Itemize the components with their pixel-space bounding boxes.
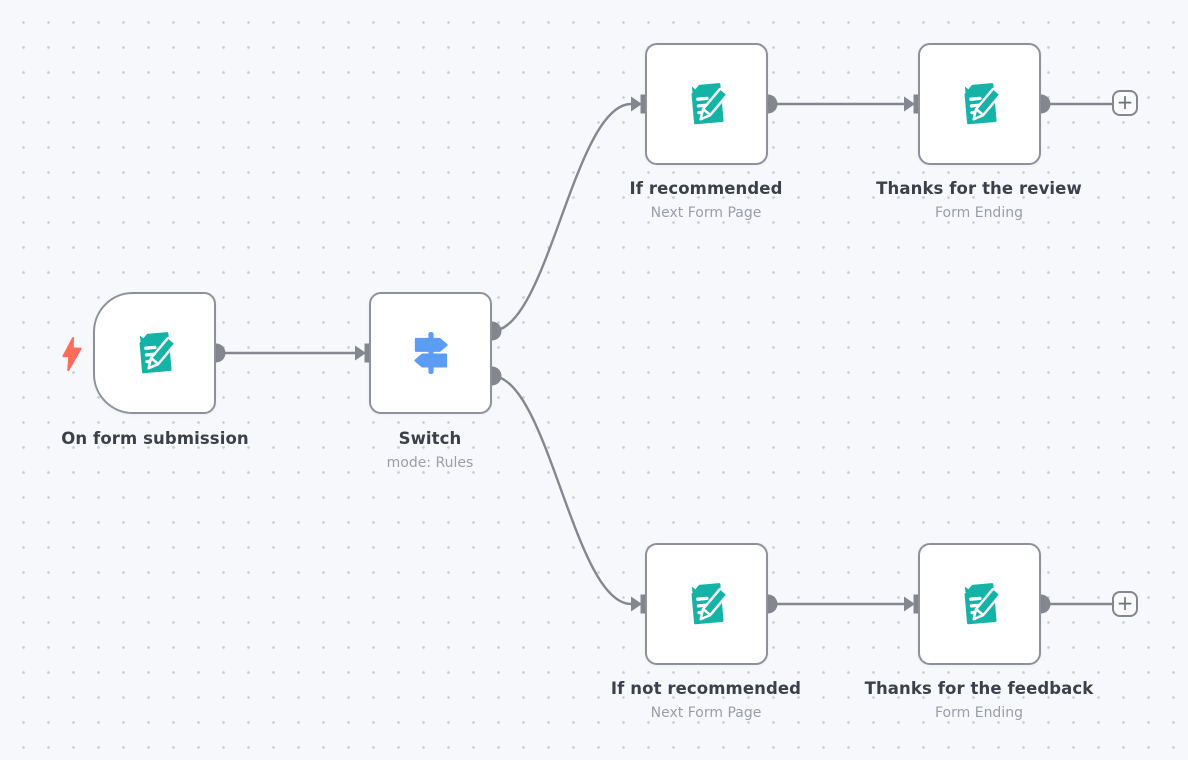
form-icon <box>691 583 728 625</box>
form-icon <box>691 83 728 125</box>
connection-arrow-icon <box>631 96 642 112</box>
connection-arrow-icon <box>904 596 915 612</box>
plus-icon: + <box>1116 90 1134 114</box>
node-thanks-feedback[interactable] <box>918 543 1041 665</box>
node-switch[interactable] <box>369 292 492 414</box>
node-on-form-submission[interactable] <box>93 292 216 414</box>
add-node-button-bottom[interactable]: + <box>1112 591 1138 617</box>
switch-icon <box>413 332 448 374</box>
node-if-recommended[interactable] <box>645 43 768 165</box>
connection-arrow-icon <box>355 345 366 361</box>
node-thanks-review[interactable] <box>918 43 1041 165</box>
form-icon <box>964 83 1001 125</box>
form-trigger-icon <box>139 332 176 374</box>
form-icon <box>964 583 1001 625</box>
node-if-not-recommended[interactable] <box>645 543 768 665</box>
connection-arrow-icon <box>631 596 642 612</box>
trigger-bolt-icon <box>62 337 82 371</box>
connection-switch-if-recommended[interactable] <box>491 102 632 333</box>
connection-arrow-icon <box>904 96 915 112</box>
plus-icon: + <box>1116 591 1134 615</box>
add-node-button-top[interactable]: + <box>1112 90 1138 116</box>
connection-switch-if-not-recommended[interactable] <box>491 374 632 606</box>
